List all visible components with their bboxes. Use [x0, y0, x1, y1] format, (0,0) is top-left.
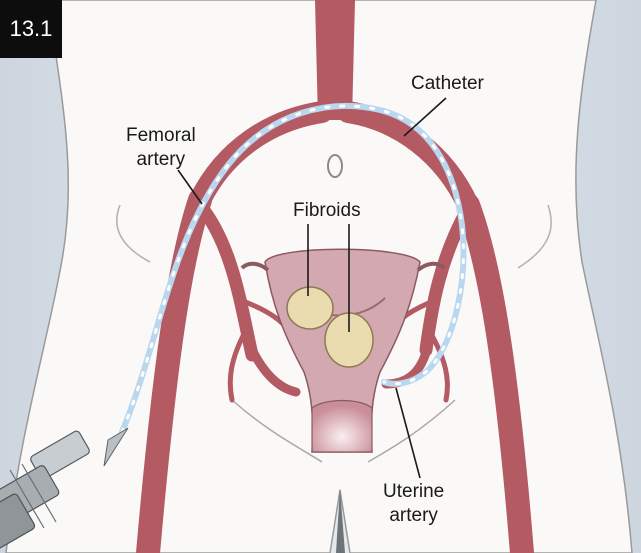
fibroid-left — [287, 287, 333, 329]
fibroids-label: Fibroids — [293, 199, 361, 223]
uterine-artery-label: Uterine artery — [383, 480, 444, 528]
figure-number-badge: 13.1 — [0, 0, 62, 58]
uterine-label-line2: artery — [383, 504, 444, 528]
uterine-label-line1: Uterine — [383, 480, 444, 504]
catheter-label: Catheter — [411, 72, 484, 96]
femoral-label-line2: artery — [126, 148, 196, 172]
femoral-artery-label: Femoral artery — [126, 124, 196, 172]
femoral-label-line1: Femoral — [126, 124, 196, 148]
cervix — [312, 401, 372, 453]
